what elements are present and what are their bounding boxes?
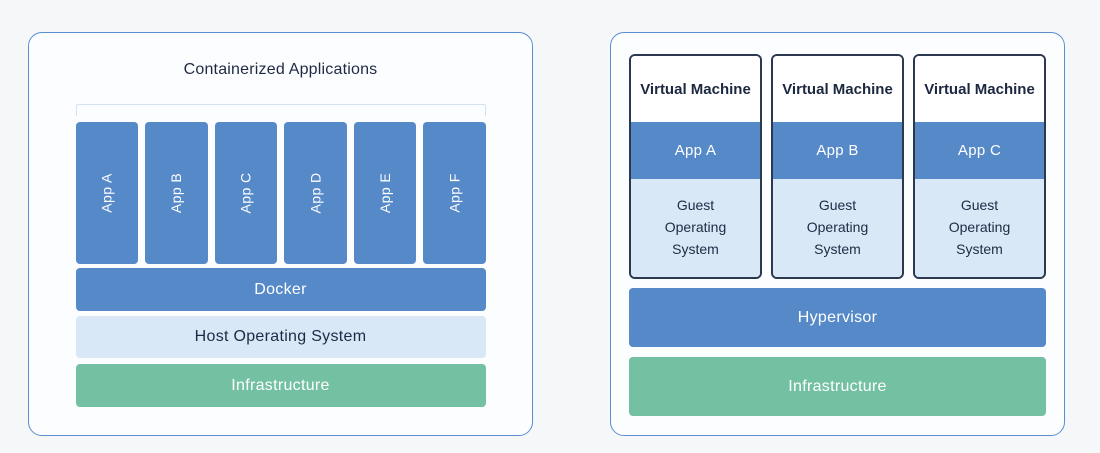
container-app-a: App A xyxy=(75,122,138,264)
container-app-e-label: App E xyxy=(376,172,393,214)
infrastructure-layer-left: Infrastructure xyxy=(75,364,486,407)
containers-panel: Containerized Applications App A App B A… xyxy=(28,32,533,436)
containers-panel-content: Containerized Applications App A App B A… xyxy=(75,61,486,407)
container-app-c-label: App C xyxy=(237,172,254,214)
vm-card-2: Virtual Machine App B Guest Operating Sy… xyxy=(771,54,904,279)
container-app-d-label: App D xyxy=(307,172,324,214)
vm-card-2-guest-os: Guest Operating System xyxy=(773,179,902,277)
vm-card-2-title: Virtual Machine xyxy=(773,56,902,122)
vm-card-3-app: App C xyxy=(915,122,1044,179)
vm-card-1-app: App A xyxy=(631,122,760,179)
container-app-b-label: App B xyxy=(168,172,185,214)
container-apps-row: App A App B App C App D App E App F xyxy=(75,122,486,264)
vm-card-1-title: Virtual Machine xyxy=(631,56,760,122)
container-app-f-label: App F xyxy=(446,173,463,213)
apps-group-bracket xyxy=(75,104,486,116)
container-app-b: App B xyxy=(145,122,208,264)
container-app-a-label: App A xyxy=(98,173,115,213)
infrastructure-layer-right: Infrastructure xyxy=(629,357,1046,416)
vm-cards-row: Virtual Machine App A Guest Operating Sy… xyxy=(629,54,1046,279)
container-app-f: App F xyxy=(423,122,486,264)
vm-card-3-title: Virtual Machine xyxy=(915,56,1044,122)
vm-card-1-guest-os: Guest Operating System xyxy=(631,179,760,277)
vm-card-1: Virtual Machine App A Guest Operating Sy… xyxy=(629,54,762,279)
vm-card-3-guest-os: Guest Operating System xyxy=(915,179,1044,277)
vms-panel-content: Virtual Machine App A Guest Operating Sy… xyxy=(629,54,1046,416)
vm-card-3: Virtual Machine App C Guest Operating Sy… xyxy=(913,54,1046,279)
host-os-layer: Host Operating System xyxy=(75,316,486,358)
vm-card-2-app: App B xyxy=(773,122,902,179)
docker-layer: Docker xyxy=(75,268,486,311)
container-app-e: App E xyxy=(353,122,416,264)
hypervisor-layer: Hypervisor xyxy=(629,288,1046,347)
vms-panel: Virtual Machine App A Guest Operating Sy… xyxy=(610,32,1065,436)
containers-title: Containerized Applications xyxy=(183,61,378,78)
container-app-c: App C xyxy=(214,122,277,264)
container-app-d: App D xyxy=(284,122,347,264)
